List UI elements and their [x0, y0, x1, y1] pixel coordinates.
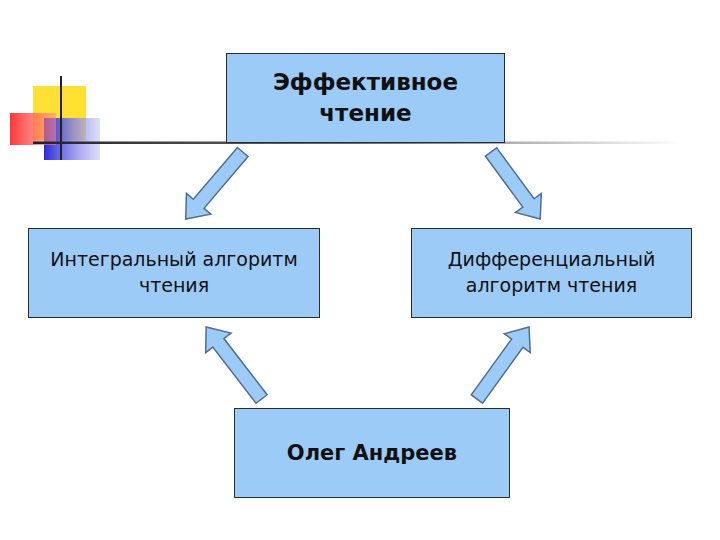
vertical-rule	[60, 76, 62, 160]
box-label: Интегральный алгоритм чтения	[40, 247, 308, 298]
block-arrow	[471, 327, 530, 403]
main-topic-box: Эффективное чтение	[226, 53, 505, 143]
author-box: Олег Андреев	[234, 408, 510, 498]
box-label: Олег Андреев	[287, 439, 457, 467]
box-label: Эффективное чтение	[238, 67, 493, 129]
box-label: Дифференциальный алгоритм чтения	[423, 247, 680, 298]
block-arrow	[206, 327, 267, 403]
method-box: Интегральный алгоритм чтения	[28, 228, 320, 318]
method-box: Дифференциальный алгоритм чтения	[411, 228, 692, 318]
block-arrow	[485, 148, 541, 219]
red-square	[10, 113, 56, 145]
block-arrow	[186, 147, 248, 219]
